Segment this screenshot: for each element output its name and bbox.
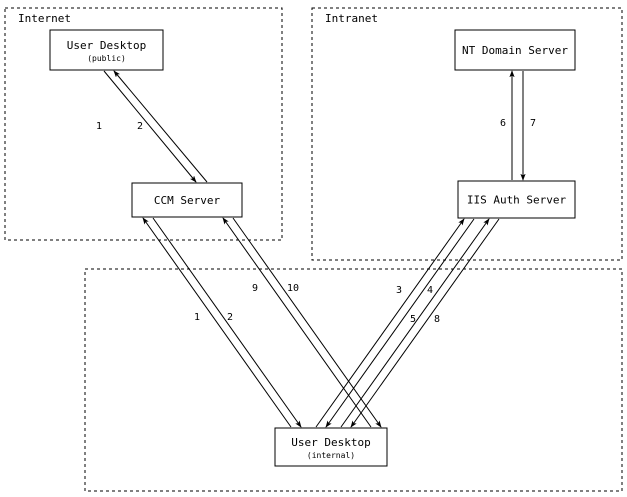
flow-edge-labels: 1 2 6 7 1 2 9 10 3 4 5 8 xyxy=(96,118,536,325)
edge-label-edge-1b: 1 xyxy=(194,312,200,323)
edge-label-edge-5: 5 xyxy=(410,314,416,325)
node-subtitle-user-desktop-public: (public) xyxy=(87,54,126,63)
node-user-desktop-internal[interactable]: User Desktop (internal) xyxy=(274,427,388,467)
edge-label-edge-1: 1 xyxy=(96,121,102,132)
diagram-nodes: User Desktop (public) CCM Server NT Domain … xyxy=(49,29,576,467)
zone-border-internal-lan xyxy=(84,268,623,492)
flow-line-edge-10 xyxy=(232,217,382,428)
flow-line-edge-1 xyxy=(103,70,197,183)
zone-boundaries: Internet Intranet xyxy=(4,7,623,492)
edge-label-edge-10: 10 xyxy=(287,283,299,294)
node-iis-auth-server[interactable]: IIS Auth Server xyxy=(457,180,576,219)
edge-label-edge-2b: 2 xyxy=(227,312,233,323)
edge-label-edge-9: 9 xyxy=(252,283,258,294)
flow-line-edge-9 xyxy=(222,217,372,428)
flow-line-edge-5 xyxy=(340,218,490,428)
zone-label-intranet: Intranet xyxy=(325,12,378,25)
flow-line-edge-2 xyxy=(113,70,208,183)
node-box-ccm-server[interactable] xyxy=(131,182,243,218)
zone-border-intranet xyxy=(311,7,623,261)
zone-internet: Internet xyxy=(4,7,283,241)
node-user-desktop-public[interactable]: User Desktop (public) xyxy=(49,29,164,71)
flow-line-edge-2b xyxy=(152,217,302,428)
edge-label-edge-8: 8 xyxy=(434,314,440,325)
node-subtitle-user-desktop-internal: (internal) xyxy=(307,451,355,460)
zone-border-internet xyxy=(4,7,283,241)
flow-edges xyxy=(103,70,526,428)
node-box-user-desktop-public[interactable] xyxy=(49,29,164,71)
zone-internal-lan xyxy=(84,268,623,492)
edge-label-edge-7: 7 xyxy=(530,118,536,129)
node-box-iis-auth-server[interactable] xyxy=(457,180,576,219)
node-title-user-desktop-public: User Desktop xyxy=(67,39,146,52)
node-title-iis-auth-server: IIS Auth Server xyxy=(467,194,567,207)
flow-line-edge-4 xyxy=(325,218,475,428)
edge-label-edge-6: 6 xyxy=(500,118,506,129)
node-title-user-desktop-internal: User Desktop xyxy=(291,436,370,449)
edge-label-edge-2: 2 xyxy=(137,121,143,132)
edge-label-edge-3: 3 xyxy=(396,285,402,296)
flow-line-edge-1b xyxy=(142,217,292,428)
flow-line-edge-8 xyxy=(350,218,500,428)
node-nt-domain-server[interactable]: NT Domain Server xyxy=(454,29,576,71)
edge-label-edge-4: 4 xyxy=(427,285,433,296)
node-box-user-desktop-internal[interactable] xyxy=(274,427,388,467)
flow-line-edge-3 xyxy=(315,218,465,428)
node-title-nt-domain-server: NT Domain Server xyxy=(462,44,568,57)
node-ccm-server[interactable]: CCM Server xyxy=(131,182,243,218)
zone-intranet: Intranet xyxy=(311,7,623,261)
zone-label-internet: Internet xyxy=(18,12,71,25)
node-box-nt-domain-server[interactable] xyxy=(454,29,576,71)
node-title-ccm-server: CCM Server xyxy=(154,194,221,207)
